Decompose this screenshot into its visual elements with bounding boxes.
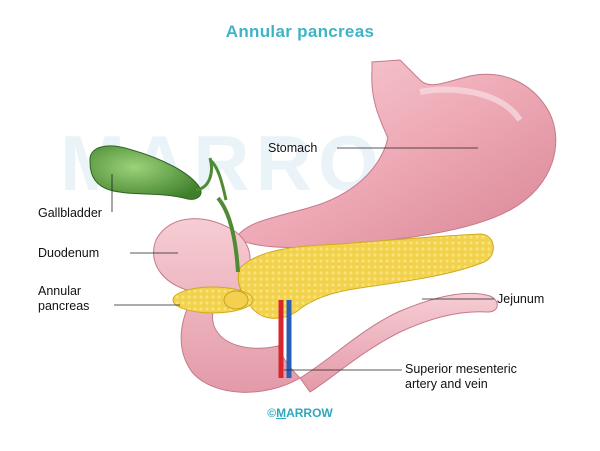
brand-rest: ARROW	[286, 406, 333, 420]
bile-duct	[208, 158, 228, 201]
page-title: Annular pancreas	[225, 22, 375, 41]
label-sma-line1: Superior mesenteric	[405, 362, 517, 376]
label-sma-line2: artery and vein	[405, 377, 488, 391]
stomach-shape	[235, 59, 557, 249]
annular-ring-hole	[223, 290, 249, 310]
label-annular-pancreas: Annular pancreas	[38, 284, 89, 314]
brand-initial: M	[276, 406, 287, 420]
gallbladder-shape	[89, 145, 202, 200]
label-gallbladder: Gallbladder	[38, 206, 102, 220]
stomach-inner-curve	[419, 86, 523, 122]
label-stomach: Stomach	[268, 141, 318, 155]
label-jejunum: Jejunum	[497, 292, 545, 306]
label-annular-line2: pancreas	[38, 299, 90, 313]
jejunum-shape	[299, 292, 498, 393]
label-duodenum: Duodenum	[38, 246, 100, 260]
copyright-footer: ©MARROW	[0, 406, 600, 420]
label-annular-line1: Annular	[38, 284, 82, 298]
common-bile-duct	[216, 196, 240, 273]
label-superior-mesenteric: Superior mesenteric artery and vein	[405, 362, 517, 392]
pancreas-body-shape	[237, 233, 494, 319]
copyright-symbol: ©	[267, 406, 277, 420]
